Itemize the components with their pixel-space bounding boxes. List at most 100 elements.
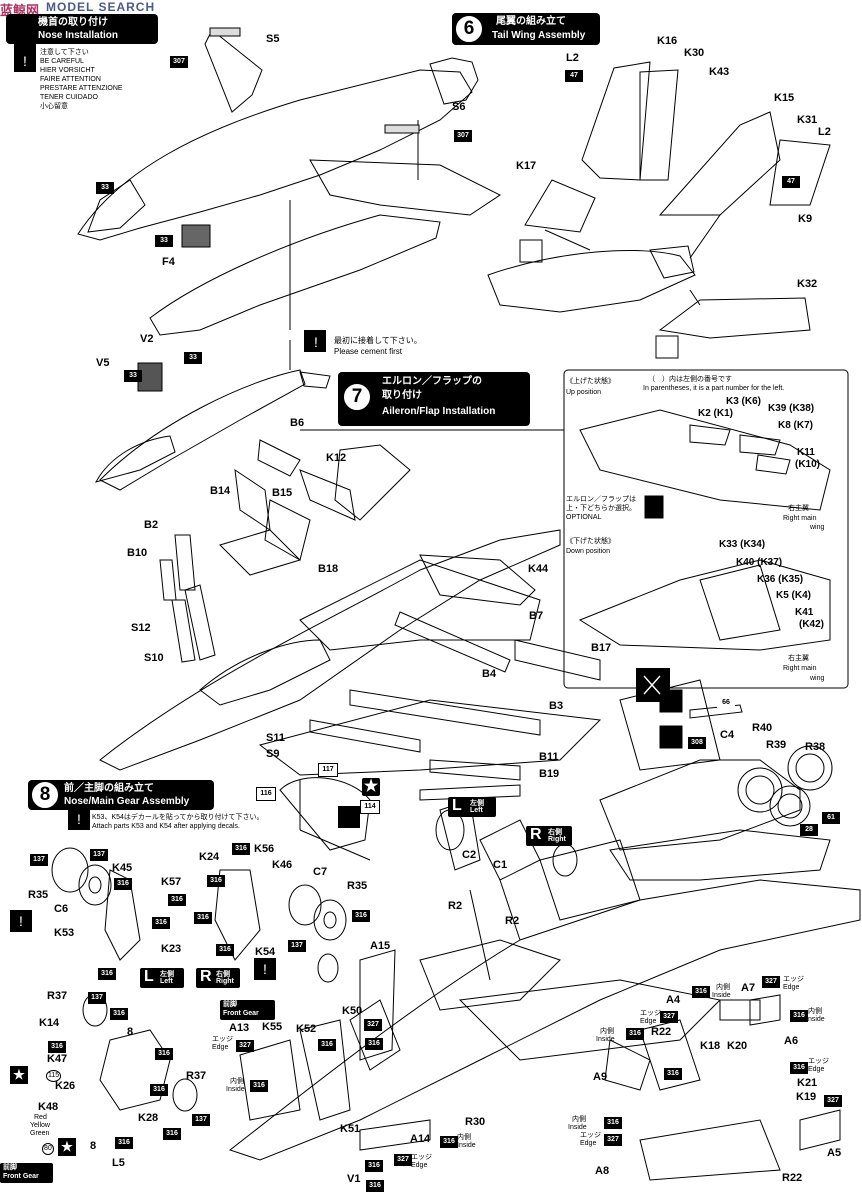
- label-k32: K32: [797, 278, 818, 290]
- code-316-v: 316: [692, 986, 710, 998]
- code-137-d: 137: [88, 992, 106, 1004]
- step5-tail-fin: [204, 29, 263, 113]
- code-316-s: 316: [365, 1160, 383, 1172]
- step6-hstab-left: [524, 179, 596, 233]
- label-8-b: 8: [90, 1140, 97, 1152]
- exhaust-tail: [619, 679, 721, 771]
- step7-inset-box: [563, 369, 849, 689]
- label-a8: A8: [595, 1165, 610, 1177]
- label-a15: A15: [370, 940, 391, 952]
- inset-down-wing: [578, 559, 831, 651]
- step6-nozzles: [649, 245, 695, 279]
- inside-en-a8: Inside: [568, 1124, 587, 1131]
- right-badge-bottom-en: Right: [216, 978, 234, 985]
- front-gear-tag-mid-en: Front Gear: [223, 1010, 259, 1017]
- left-badge-bottom-jp: 左側: [160, 971, 174, 978]
- decal-first-icon: !: [68, 808, 90, 830]
- step5-canopy: [87, 179, 146, 233]
- step5-nose-cone: [95, 435, 176, 483]
- step7-hstab: [419, 554, 536, 606]
- code-116-top: 116: [256, 787, 276, 801]
- step8-number: 8: [30, 780, 60, 810]
- label-k52: K52: [296, 1023, 317, 1035]
- left-badge-bottom-en: Left: [160, 978, 173, 985]
- label-115: 115: [46, 1070, 62, 1082]
- step7-b2: [174, 534, 196, 591]
- label-a6: A6: [784, 1035, 799, 1047]
- color-red: Red: [34, 1114, 47, 1121]
- step6-title-jp: 尾翼の組み立て: [496, 16, 566, 27]
- inside-jp-a13: 内側: [230, 1078, 244, 1085]
- inside-en-a13: Inside: [226, 1086, 245, 1093]
- edge-en-k21: Edge: [808, 1066, 825, 1073]
- code-327-d: 327: [762, 976, 780, 988]
- inset-k5: K5 (K4): [776, 590, 812, 601]
- label-80: 80: [42, 1143, 54, 1155]
- label-r2-b: R2: [505, 915, 520, 927]
- caution-cn: 小心留意: [40, 103, 68, 110]
- code-33-c: 33: [184, 352, 202, 364]
- caution-es: TENER CUIDADO: [40, 94, 98, 101]
- label-s11: S11: [266, 732, 285, 744]
- inset-up-jp: 《上げた状態》: [566, 378, 615, 385]
- step7-title-en: Aileron/Flap Installation: [382, 406, 496, 417]
- inside-en-a14: Inside: [457, 1142, 476, 1149]
- label-8-a: 8: [127, 1026, 134, 1038]
- label-l2-b: L2: [818, 126, 831, 138]
- label-s12: S12: [131, 622, 151, 634]
- label-c2: C2: [462, 849, 477, 861]
- step8-title-jp: 前／主脚の組み立て: [64, 783, 154, 794]
- edge-en-a14: Edge: [411, 1162, 428, 1169]
- code-316-e: 316: [232, 843, 250, 855]
- label-s9: S9: [266, 748, 280, 760]
- inset-down-jp: 《下げた状態》: [566, 538, 615, 545]
- caution-it: PRESTARE ATTENZIONE: [40, 85, 123, 92]
- code-28: 28: [800, 824, 818, 836]
- step7-wing: [299, 559, 541, 651]
- label-a13: A13: [229, 1022, 250, 1034]
- inside-jp-a9: 内側: [600, 1028, 614, 1035]
- code-316-m: 316: [150, 1084, 168, 1096]
- code-33-b: 33: [155, 235, 173, 247]
- step5-header: 機首の取り付け Nose Installation: [6, 14, 158, 44]
- label-b10: B10: [127, 547, 148, 559]
- label-a5: A5: [827, 1147, 842, 1159]
- glue-icon-left-gear: !: [10, 910, 32, 932]
- label-s10: S10: [144, 652, 164, 664]
- code-327-a: 327: [236, 1040, 254, 1052]
- step8-title-en: Nose/Main Gear Assembly: [64, 796, 190, 807]
- code-33-d: 33: [124, 370, 142, 382]
- label-k24: K24: [199, 851, 220, 863]
- label-l5: L5: [112, 1157, 125, 1169]
- inset-option-en: OPTIONAL: [566, 514, 602, 521]
- step7-fuselage: [99, 529, 561, 771]
- step8-note-en: Attach parts K53 and K54 after applying …: [92, 823, 240, 830]
- code-327-b: 327: [364, 1019, 382, 1031]
- label-r2-a: R2: [448, 900, 463, 912]
- inset-down-en: Down position: [566, 548, 610, 555]
- code-316-x: 316: [626, 1028, 644, 1040]
- inset-k33: K33 (K34): [719, 539, 766, 550]
- label-k17: K17: [516, 160, 537, 172]
- inset-k11: K11: [797, 447, 815, 458]
- label-r40: R40: [752, 722, 773, 734]
- step8-header: 8 前／主脚の組み立て Nose/Main Gear Assembly: [28, 780, 214, 810]
- label-k21: K21: [797, 1077, 818, 1089]
- nozzle-3: [769, 785, 811, 827]
- step7-title-jp: エルロン／フラップの: [382, 376, 482, 387]
- caution-de: HIER VORSICHT: [40, 67, 95, 74]
- exhaust-wing: [609, 829, 831, 881]
- star-badge-top: ★: [362, 778, 380, 796]
- code-114: 114: [360, 800, 380, 814]
- label-b14: B14: [210, 485, 231, 497]
- inside-jp-a8: 内側: [572, 1116, 586, 1123]
- inset-k41: K41: [795, 607, 814, 618]
- label-k47: K47: [47, 1053, 68, 1065]
- color-yellow: Yellow: [30, 1122, 50, 1129]
- glue-icon-right-gear: !: [254, 958, 276, 980]
- label-k57: K57: [161, 876, 182, 888]
- code-316-f: 316: [207, 875, 225, 887]
- inset-wing-en2-up: wing: [810, 524, 825, 531]
- step7-k12: [299, 469, 356, 521]
- label-k23: K23: [161, 943, 182, 955]
